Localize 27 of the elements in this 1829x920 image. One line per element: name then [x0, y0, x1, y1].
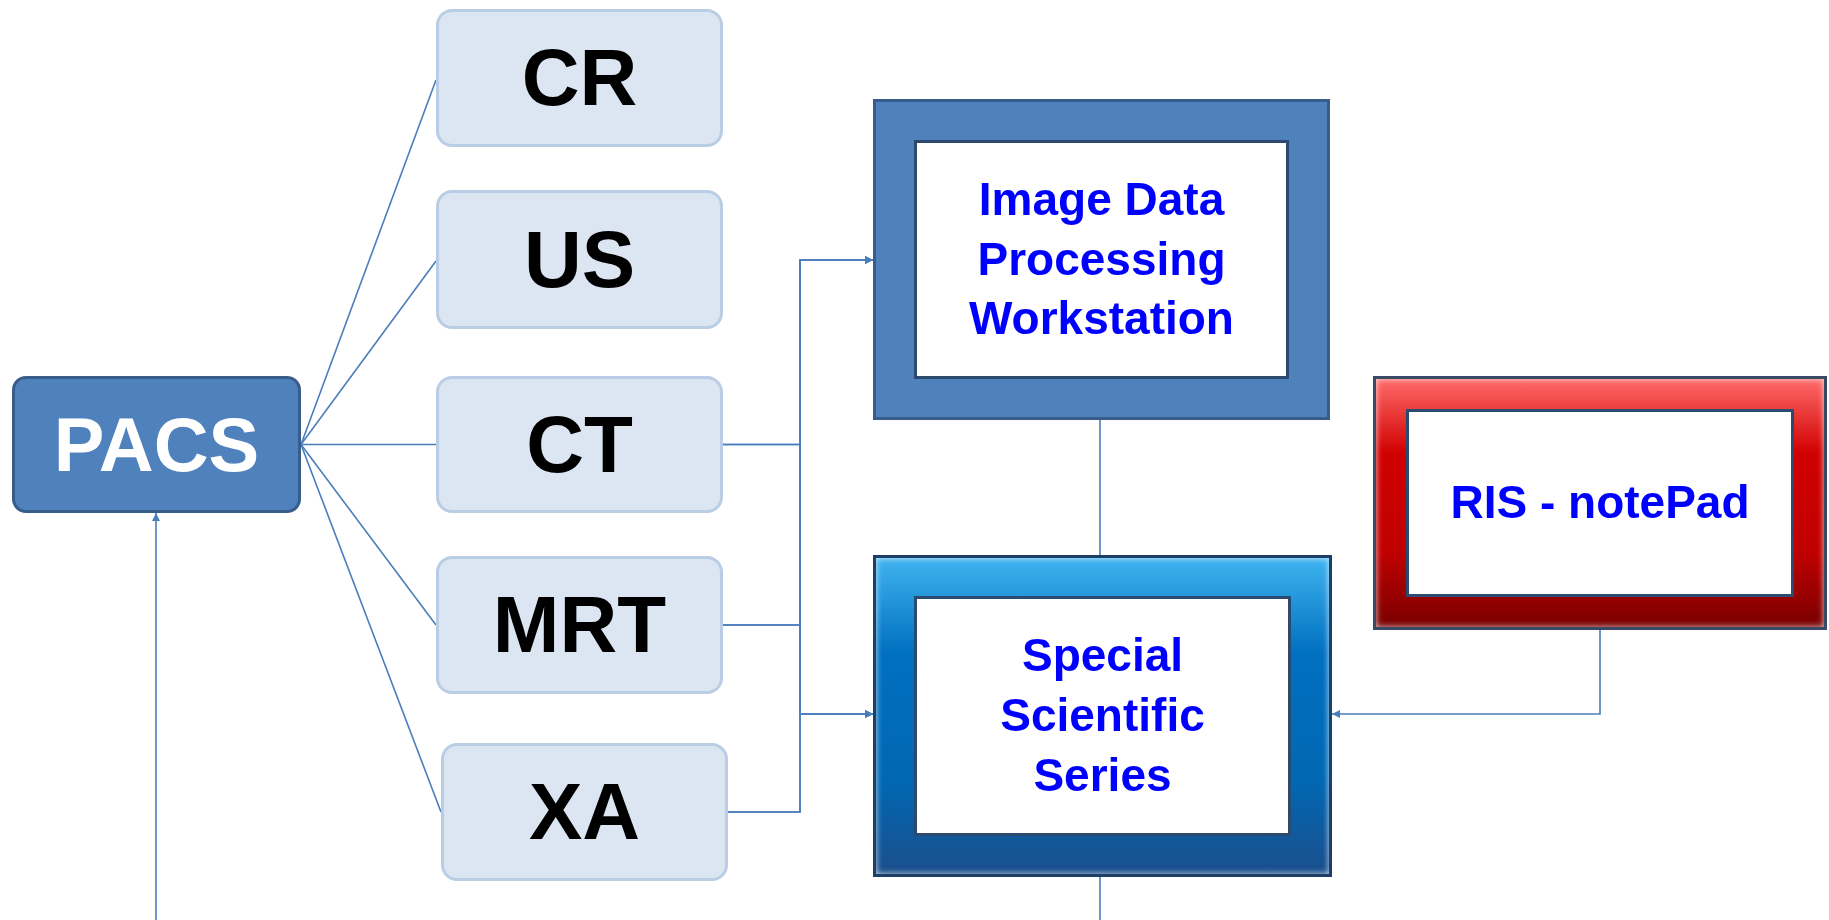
process-box: [436, 556, 723, 694]
node-label: MRT: [492, 585, 667, 665]
frame-box: [873, 99, 1330, 420]
connector-line: [300, 443, 442, 813]
process-box: [436, 190, 723, 329]
node-label: XA: [528, 772, 641, 852]
process-box: [436, 9, 723, 147]
process-box: [436, 376, 723, 513]
process-box: [441, 743, 728, 881]
node-label: CR: [521, 38, 638, 118]
arrow: [727, 710, 874, 813]
frame-box: [1373, 376, 1827, 630]
connector-line: [1099, 876, 1101, 920]
connector-line: [1099, 419, 1101, 556]
arrow: [1331, 629, 1601, 718]
connector-line: [300, 443, 437, 446]
node-label: CT: [526, 404, 633, 485]
node-label: RIS - notePad: [1450, 475, 1750, 531]
connector-line: [300, 443, 437, 626]
node-label: US: [523, 219, 636, 300]
node-label: Image Data Processing Workstation: [968, 171, 1235, 347]
process-box: [12, 376, 301, 513]
connector-line: [300, 260, 437, 446]
frame-box: [873, 555, 1332, 877]
arrow: [152, 512, 160, 920]
node-label: PACS: [53, 406, 260, 483]
node-label: Special Scientific Series: [999, 628, 1206, 803]
